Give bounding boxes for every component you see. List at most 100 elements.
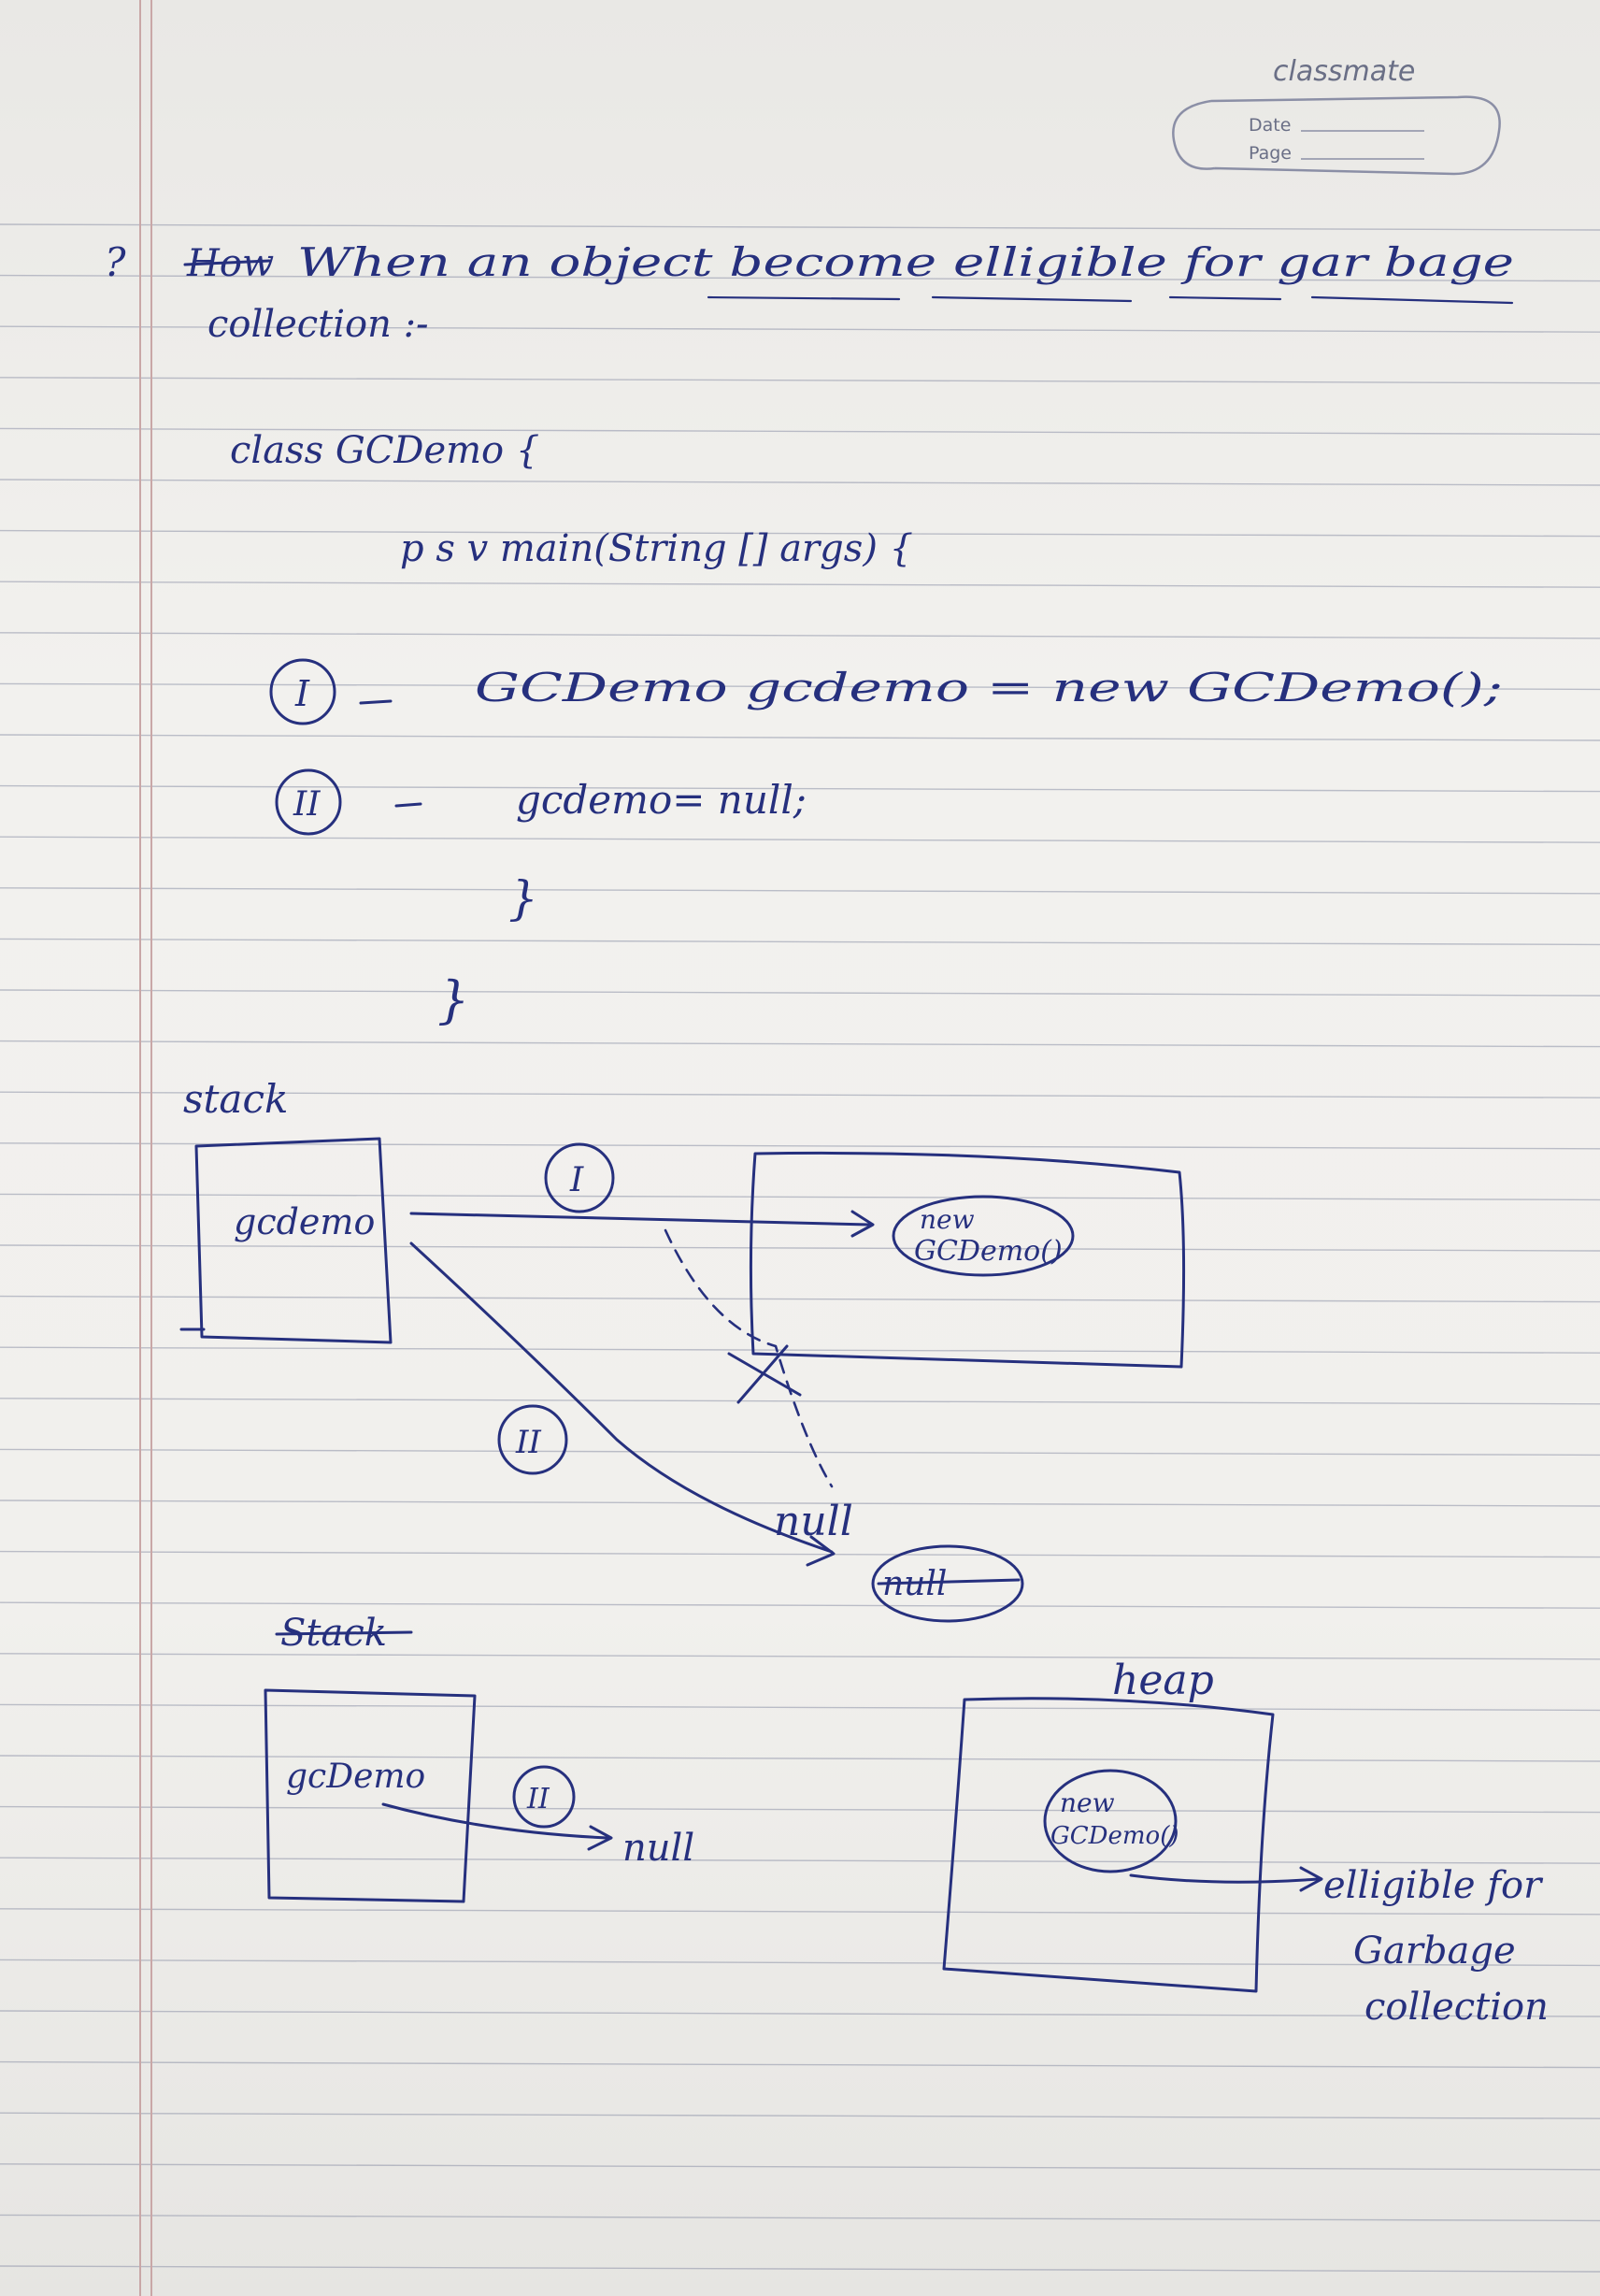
diagram-1-object-line-1: new: [920, 1204, 975, 1235]
brand-scroll-shape: [1172, 95, 1501, 176]
question-underline: [707, 295, 1514, 305]
diagram-1-object-line-2: GCDemo(): [914, 1235, 1063, 1268]
diagram-2-object-line-1: new: [1060, 1787, 1115, 1818]
ruled-line: [0, 1805, 1600, 1814]
diagram-2-arrow-to-eligible: [1129, 1873, 1320, 1884]
ruled-line: [0, 1908, 1600, 1916]
eligible-line-1: elligible for: [1323, 1864, 1544, 1907]
ruled-line: [0, 2214, 1600, 2222]
diagram-1-step-1-marker: I: [569, 1161, 584, 1199]
step-2-dash: [394, 802, 422, 808]
diagram-1-null-label: null: [774, 1498, 853, 1545]
step-1-dash: [359, 699, 393, 705]
ruled-line: [0, 2163, 1600, 2171]
brand-date-label: Date: [1249, 115, 1291, 136]
brand-logo: classmate: [1273, 55, 1415, 88]
ruled-line: [0, 784, 1600, 793]
ruled-line: [0, 223, 1600, 231]
code-main-line: p s v main(String [] args) {: [400, 527, 913, 570]
ruled-line: [0, 1601, 1600, 1609]
ruled-line: [0, 529, 1600, 538]
question-line-1: When an object become elligible for gar …: [297, 239, 1514, 285]
ruled-line: [0, 1448, 1600, 1457]
brand-page-label: Page: [1249, 143, 1292, 164]
diagram-2-object-line-2: GCDemo(): [1050, 1822, 1179, 1850]
ruled-line: [0, 1959, 1600, 1967]
ruled-line: [0, 2010, 1600, 2017]
ruled-line: [0, 325, 1600, 333]
diagram-2-object-ellipse: [1043, 1769, 1178, 1873]
diagram-2-arrow-to-null: [381, 1802, 609, 1840]
ruled-line: [0, 1244, 1600, 1252]
cross-mark: [727, 1344, 802, 1404]
diagram-1-heap-box: [749, 1151, 1186, 1369]
ruled-line: [0, 427, 1600, 436]
diagram-1: stack gcdemo I new GCDemo() II null null: [179, 1076, 1186, 1623]
ruled-line: [0, 1703, 1600, 1712]
ruled-lines: [0, 223, 1600, 2273]
ruled-line: [0, 1040, 1600, 1048]
ruled-line: [0, 1193, 1600, 1201]
diagram-1-object-ellipse: [892, 1195, 1075, 1277]
step-2-code: gcdemo= null;: [516, 777, 807, 823]
ruled-line: [0, 836, 1600, 843]
ruled-line: [0, 938, 1600, 946]
close-brace-inner: }: [508, 871, 538, 926]
diagram-2-heap-label: heap: [1112, 1657, 1214, 1704]
brand-box: classmate Date Page: [1172, 55, 1501, 176]
ruled-line: [0, 2265, 1600, 2273]
ruled-line: [0, 2112, 1600, 2119]
ruled-line: [0, 377, 1600, 384]
ruled-line: [0, 1550, 1600, 1558]
diagram-1-stack-label: stack: [183, 1076, 288, 1122]
diagram-2-stack-strike: [275, 1630, 413, 1636]
diagram-1-step-2-circle: [497, 1404, 568, 1475]
diagram-1-step-2-marker: II: [515, 1424, 541, 1461]
null-strike-line: [877, 1578, 1021, 1586]
ruled-line: [0, 2060, 1600, 2069]
diagram-2-arrow-head: [587, 1825, 613, 1851]
eligible-line-3: collection: [1364, 1986, 1549, 2029]
arrow-to-object-head: [850, 1210, 875, 1238]
diagram-2-stack-box: [264, 1688, 477, 1903]
arrow-to-object: [409, 1212, 871, 1227]
broken-reference-dashed: [664, 1228, 834, 1488]
step-2-marker: II: [293, 785, 321, 824]
ruled-line: [0, 682, 1600, 691]
ruled-line: [0, 1295, 1600, 1303]
diagram-2-null-label: null: [622, 1827, 694, 1870]
ruled-line: [0, 479, 1600, 486]
ruled-line: [0, 989, 1600, 997]
diagram-2-eligible-arrow-head: [1299, 1866, 1323, 1892]
diagram-1-null-ellipse: [871, 1544, 1024, 1623]
strike-line: [183, 259, 271, 266]
step-1-marker: I: [294, 673, 310, 714]
step-1-circle: [269, 658, 336, 725]
diagram-2-heap-box: [942, 1697, 1275, 1993]
ruled-line: [0, 887, 1600, 895]
question-heading: ? How When an object become elligible fo…: [105, 239, 1514, 346]
ruled-line: [0, 581, 1600, 588]
arrow-to-null: [409, 1241, 834, 1554]
ruled-line: [0, 1755, 1600, 1762]
ruled-line: [0, 1653, 1600, 1660]
diagram-2: Stack gcDemo II null heap new GCDemo() e…: [264, 1612, 1549, 2029]
eligible-line-2: Garbage: [1353, 1930, 1516, 1973]
ruled-line: [0, 1398, 1600, 1405]
ruled-line: [0, 1857, 1600, 1864]
code-class-line: class GCDemo {: [230, 429, 539, 472]
ruled-line: [0, 734, 1600, 741]
ruled-line: [0, 1091, 1600, 1098]
step-2-circle: [275, 768, 342, 836]
ruled-line: [0, 1346, 1600, 1354]
diagram-2-step-marker: II: [526, 1783, 550, 1815]
code-block: class GCDemo { p s v main(String [] args…: [230, 429, 1503, 1029]
ruled-line: [0, 632, 1600, 639]
arrow-to-null-head: [806, 1535, 836, 1567]
diagram-1-stack-box: [194, 1137, 393, 1344]
diagram-2-var-label: gcDemo: [286, 1758, 425, 1796]
diagram-1-step-1-circle: [544, 1142, 615, 1213]
question-marker: ?: [105, 239, 126, 285]
